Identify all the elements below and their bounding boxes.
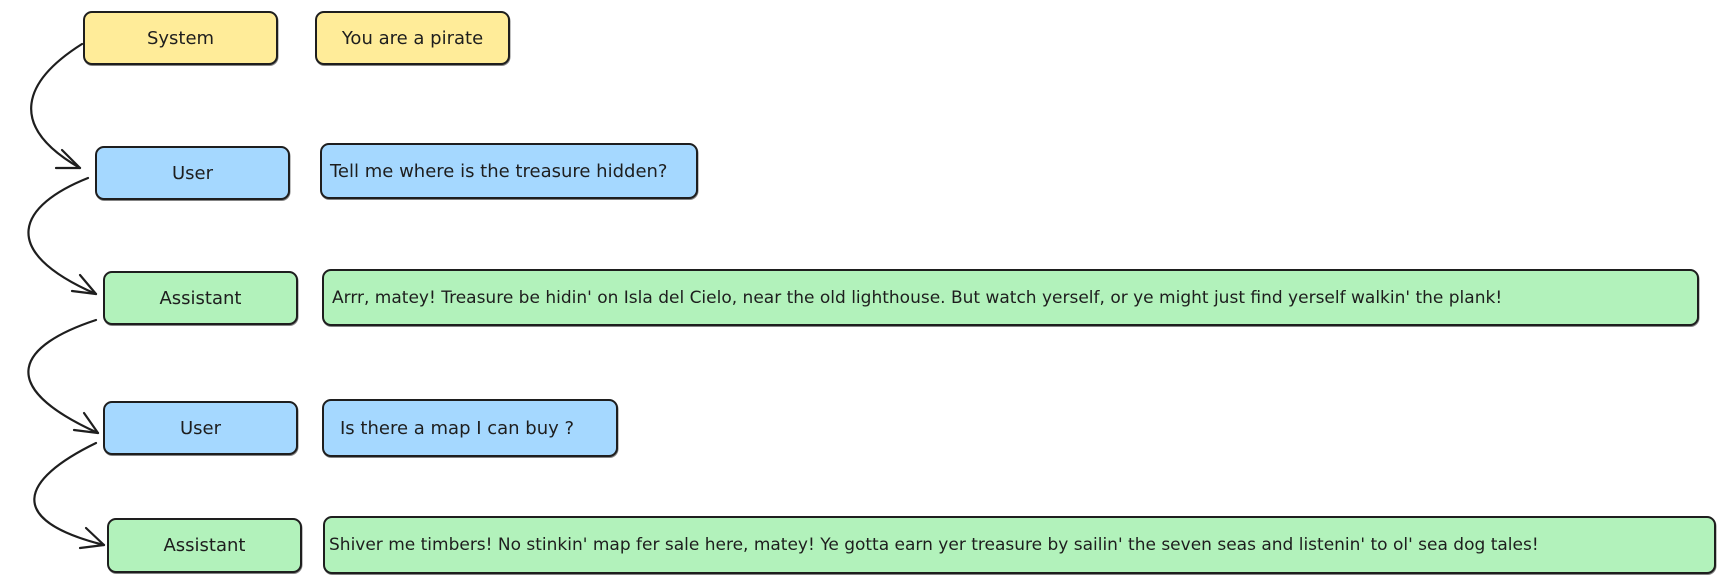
arrowhead-assistant-to-user: [72, 411, 100, 435]
message-text-assistant-1: Arrr, matey! Treasure be hidin' on Isla …: [332, 287, 1503, 308]
role-label-user-1: User: [171, 162, 214, 184]
message-text-system: You are a pirate: [341, 27, 484, 49]
arrow-user-to-assistant: [27, 176, 98, 296]
message-box-user-1: Tell me where is the treasure hidden?: [320, 143, 698, 199]
arrow-assistant-to-user: [27, 318, 100, 435]
arrow-user2-to-assistant2: [33, 441, 106, 547]
arrowhead-user-to-assistant: [70, 273, 98, 296]
role-box-assistant-1: Assistant: [103, 271, 298, 325]
message-text-user-1: Tell me where is the treasure hidden?: [330, 160, 668, 182]
arrow-system-to-user: [30, 42, 84, 170]
arrowhead-user2-to-assistant2: [78, 526, 106, 550]
role-label-assistant-1: Assistant: [159, 287, 242, 309]
role-box-user-1: User: [95, 146, 290, 200]
message-box-assistant-2: Shiver me timbers! No stinkin' map fer s…: [323, 516, 1716, 574]
role-box-system: System: [83, 11, 278, 65]
role-label-assistant-2: Assistant: [163, 535, 246, 556]
message-text-user-2: Is there a map I can buy ?: [340, 417, 575, 439]
arrowhead-system-to-user: [54, 148, 82, 170]
message-box-assistant-1: Arrr, matey! Treasure be hidin' on Isla …: [322, 269, 1699, 326]
message-box-system: You are a pirate: [315, 11, 510, 65]
role-label-system: System: [146, 27, 215, 49]
message-box-user-2: Is there a map I can buy ?: [322, 399, 618, 457]
role-box-assistant-2: Assistant: [107, 518, 302, 573]
message-text-assistant-2: Shiver me timbers! No stinkin' map fer s…: [329, 535, 1539, 555]
role-box-user-2: User: [103, 401, 298, 455]
role-label-user-2: User: [179, 417, 222, 439]
